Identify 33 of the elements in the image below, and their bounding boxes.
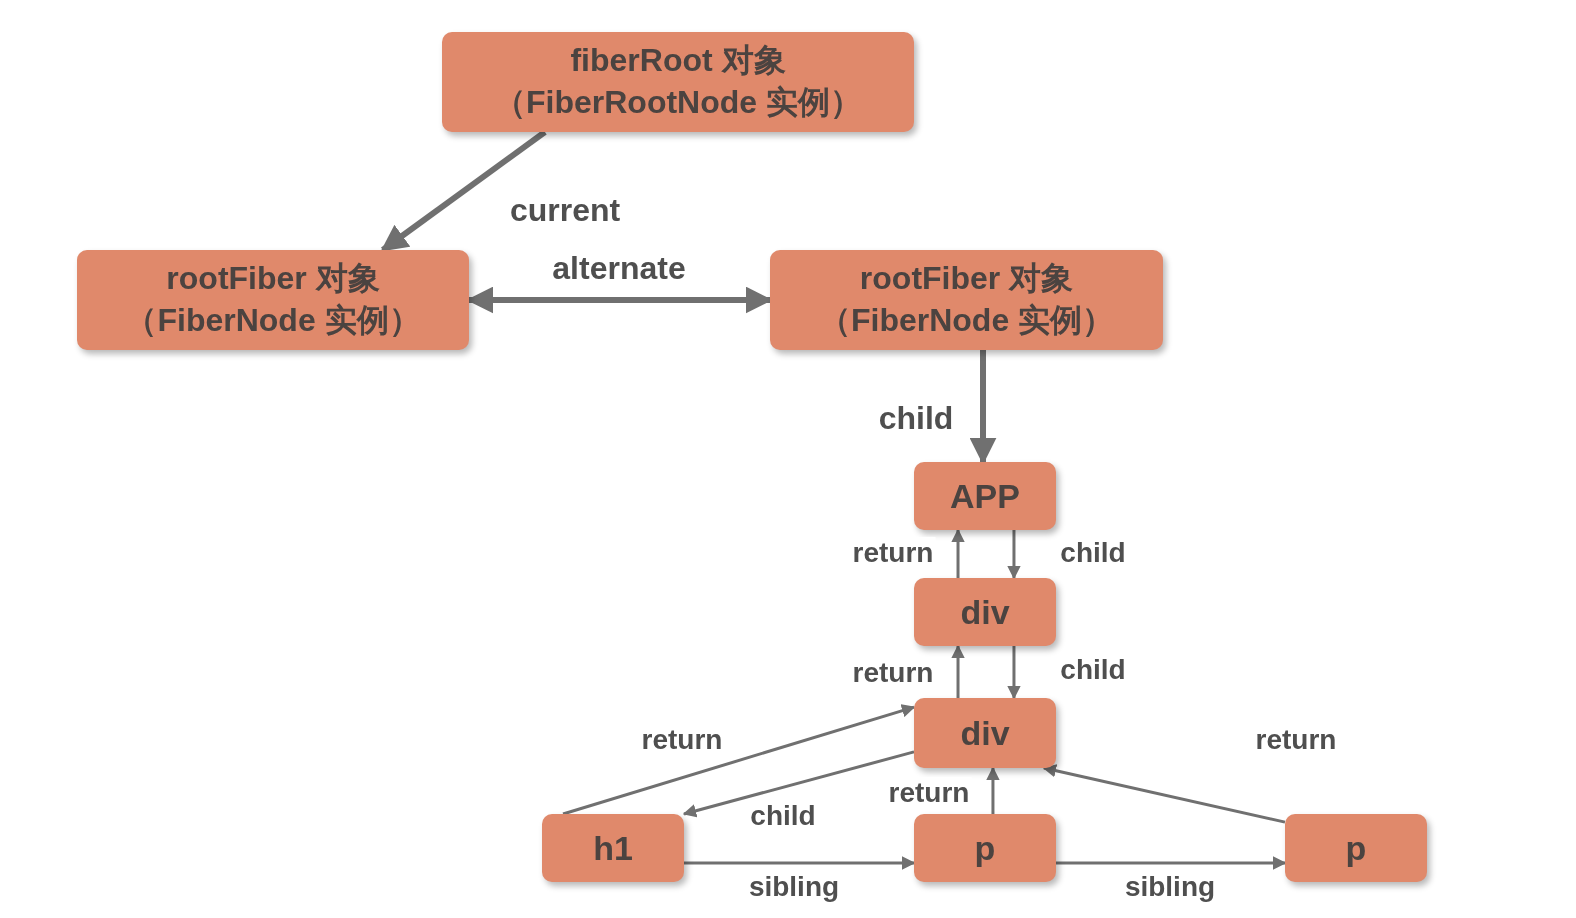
arrow (986, 766, 1000, 814)
node-text: （FiberNode 实例） (818, 301, 1115, 340)
node-text: （FiberRootNode 实例） (494, 83, 862, 122)
node-text: div (960, 712, 1010, 754)
arrow (1007, 530, 1021, 580)
fiber-node-box (914, 462, 1056, 530)
fiber-node-box (442, 32, 914, 132)
fiber-node-box (914, 698, 1056, 768)
arrow (1007, 646, 1021, 700)
node-text: rootFiber 对象 (166, 259, 380, 299)
arrow (562, 704, 916, 816)
node-text: rootFiber 对象 (859, 259, 1074, 299)
fiber-node-box (914, 814, 1056, 882)
node-text: （FiberNode 实例） (125, 301, 421, 340)
arrow (684, 856, 916, 870)
node-text: div (960, 591, 1010, 633)
arrow (951, 528, 965, 578)
node-text: p (1345, 827, 1367, 869)
node-text: fiberRoot 对象 (570, 41, 786, 81)
arrow (682, 750, 915, 818)
node-text: APP (950, 475, 1020, 517)
fiber-node-box (914, 578, 1056, 646)
arrow (969, 350, 997, 465)
arrow (1042, 764, 1286, 824)
arrow (951, 644, 965, 698)
arrow (1056, 856, 1287, 870)
node-text: p (974, 827, 996, 869)
fiber-node-box (77, 250, 469, 350)
fiber-node-box (1285, 814, 1427, 882)
node-text: h1 (593, 827, 633, 869)
fiber-node-box (770, 250, 1163, 350)
arrow (380, 129, 547, 253)
fiber-node-box (542, 814, 684, 882)
